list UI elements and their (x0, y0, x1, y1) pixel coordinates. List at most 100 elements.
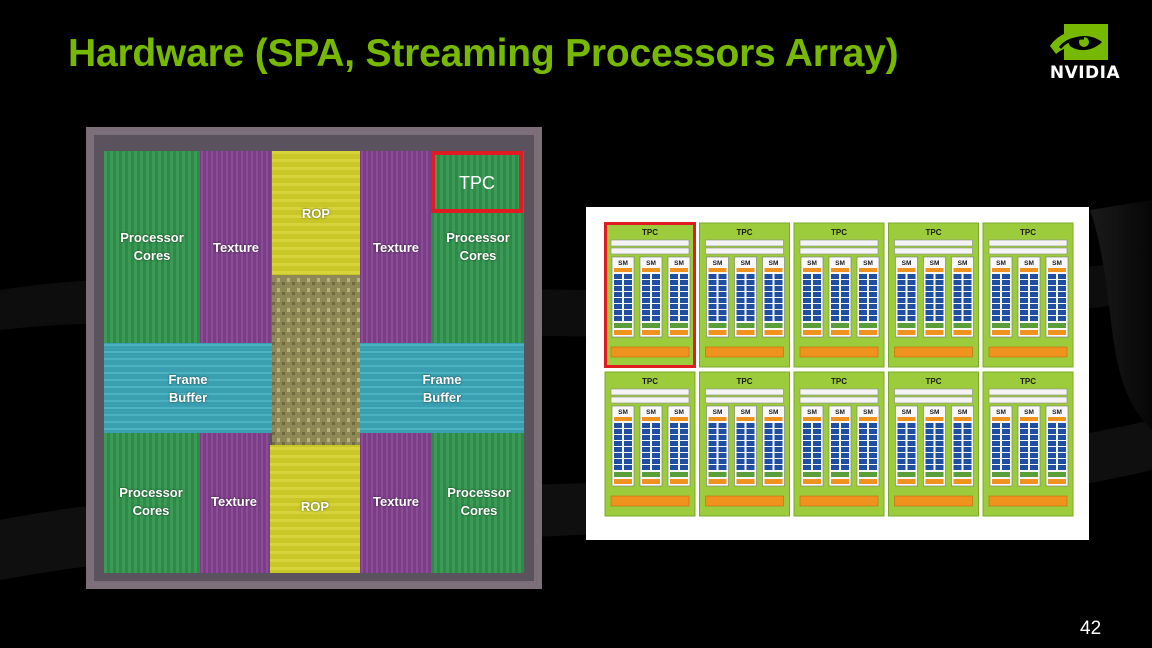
sm-block-label: SM (1052, 409, 1062, 416)
tpc-block-label: TPC (737, 228, 753, 237)
sp-core (897, 304, 906, 309)
sp-core (907, 423, 916, 428)
sp-core (718, 441, 727, 446)
sp-core (736, 298, 745, 303)
sp-core (614, 310, 622, 315)
sp-core (624, 423, 632, 428)
sp-core (746, 453, 755, 458)
sp-core (907, 280, 916, 285)
page-number: 42 (1080, 618, 1102, 639)
sm-instruction-bar (897, 417, 916, 421)
sp-core (1048, 465, 1056, 470)
sp-core (642, 435, 650, 440)
sfu-bar (831, 472, 849, 477)
tpc-cache-bar (894, 239, 973, 247)
tpc-cache-bar (705, 396, 784, 404)
sp-core (708, 435, 717, 440)
sp-core (680, 447, 688, 452)
sp-core (859, 286, 867, 291)
sp-core (925, 316, 934, 321)
sm-block-label: SM (769, 260, 779, 267)
sp-core (670, 316, 678, 321)
sp-core (718, 292, 727, 297)
sp-core (1020, 459, 1028, 464)
sp-core (1048, 274, 1056, 279)
sp-core (642, 453, 650, 458)
sp-core (774, 465, 783, 470)
sp-core (774, 274, 783, 279)
sm-instruction-bar (897, 268, 916, 272)
sp-core (813, 286, 821, 291)
sp-core (642, 304, 650, 309)
sp-core (869, 286, 877, 291)
shared-memory-bar (897, 330, 916, 335)
sp-core (708, 447, 717, 452)
sp-core (736, 286, 745, 291)
tpc-cache-bar (799, 396, 879, 404)
die-label-texture-bl: Texture (211, 494, 257, 509)
sp-core (652, 298, 660, 303)
sp-core (1048, 435, 1056, 440)
sp-core (774, 459, 783, 464)
sm-block-label: SM (863, 409, 873, 416)
sp-core (1020, 298, 1028, 303)
tpc-cache-bar (705, 247, 784, 255)
sp-core (670, 292, 678, 297)
sp-core (1058, 286, 1066, 291)
sm-instruction-bar (764, 417, 783, 421)
texture-unit-bar (988, 346, 1068, 358)
sp-core (841, 310, 849, 315)
sp-core (746, 447, 755, 452)
sp-core (764, 423, 773, 428)
sfu-bar (992, 323, 1010, 328)
tpc-block-label: TPC (642, 377, 658, 386)
sp-core (859, 292, 867, 297)
sp-core (1002, 292, 1010, 297)
sp-core (764, 441, 773, 446)
sp-core (907, 429, 916, 434)
sfu-bar (736, 323, 755, 328)
sp-core (624, 453, 632, 458)
sfu-bar (831, 323, 849, 328)
sm-block-label: SM (713, 260, 723, 267)
sp-core (992, 280, 1000, 285)
sp-core (803, 274, 811, 279)
sp-core (670, 459, 678, 464)
shared-memory-bar (925, 330, 944, 335)
tpc-cache-bar (799, 388, 879, 396)
sp-core (925, 310, 934, 315)
sp-core (907, 292, 916, 297)
sp-core (746, 459, 755, 464)
sp-core (670, 274, 678, 279)
sp-core (708, 280, 717, 285)
sp-core (1020, 447, 1028, 452)
sp-core (831, 447, 839, 452)
shared-memory-bar (708, 330, 727, 335)
sp-core (992, 459, 1000, 464)
sp-core (1002, 441, 1010, 446)
shared-memory-bar (803, 330, 821, 335)
sp-core (708, 316, 717, 321)
sp-core (907, 453, 916, 458)
shared-memory-bar (897, 479, 916, 484)
sp-core (624, 292, 632, 297)
die-label-texture-tr: Texture (373, 240, 419, 255)
sp-core (813, 429, 821, 434)
sp-core (1002, 286, 1010, 291)
sp-core (1020, 310, 1028, 315)
sp-core (907, 435, 916, 440)
sm-block-label: SM (741, 260, 751, 267)
sp-core (803, 441, 811, 446)
texture-unit-bar (894, 346, 973, 358)
sp-core (746, 465, 755, 470)
sp-core (774, 316, 783, 321)
texture-unit-bar (799, 495, 879, 507)
sp-core (614, 280, 622, 285)
sp-core (624, 429, 632, 434)
sp-core (708, 292, 717, 297)
sfu-bar (614, 323, 632, 328)
sp-core (624, 310, 632, 315)
sp-core (925, 274, 934, 279)
sp-core (935, 459, 944, 464)
